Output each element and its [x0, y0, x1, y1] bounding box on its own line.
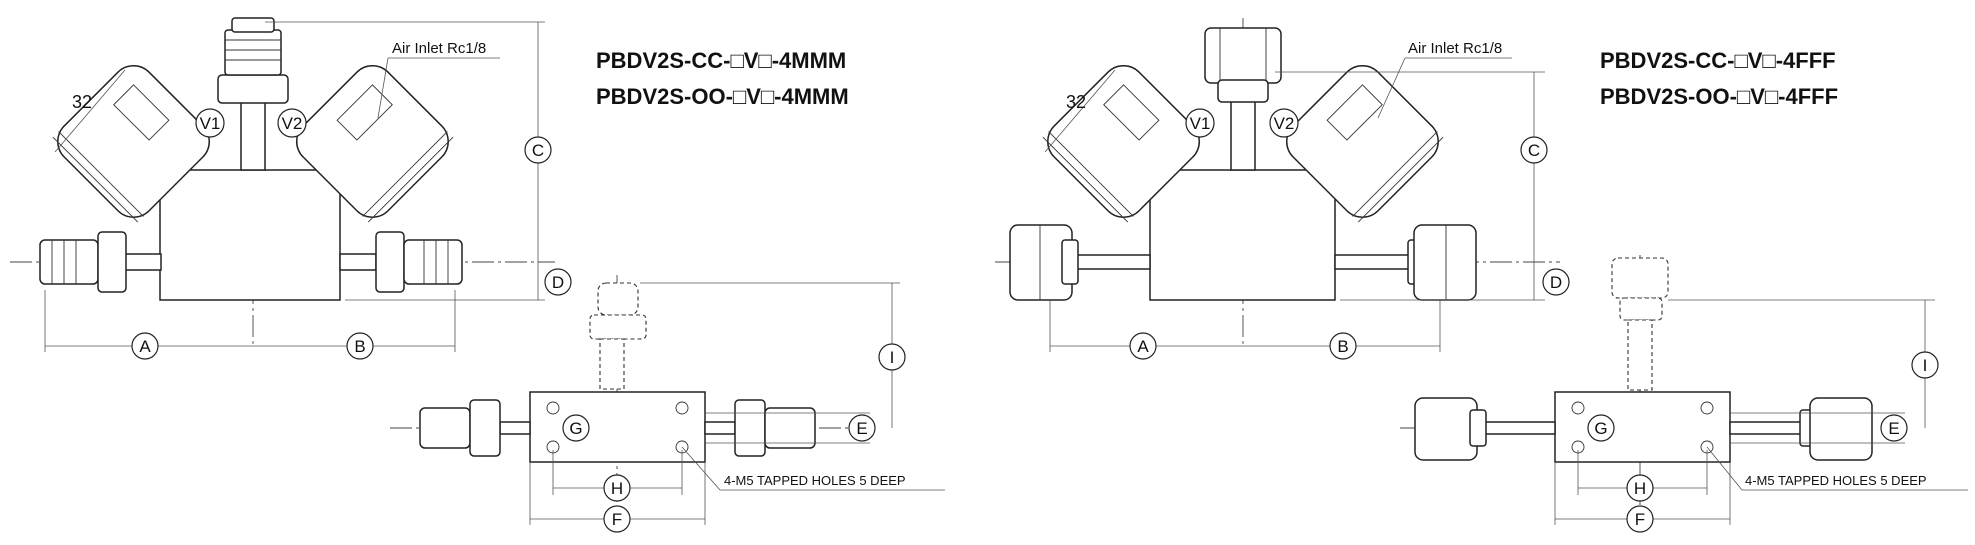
left-dim-g: G	[569, 419, 582, 438]
right-title-oo: PBDV2S-OO-□V□-4FFF	[1600, 84, 1838, 109]
right-air-inlet: Air Inlet Rc1/8	[1408, 40, 1502, 57]
left-valve-body	[159, 169, 341, 301]
right-dim-f: F	[1635, 510, 1645, 529]
left-view: PBDV2S-CC-□V□-4MMM PBDV2S-OO-□V□-4MMM	[10, 17, 945, 533]
left-top-fitting	[224, 29, 282, 76]
right-view: PBDV2S-CC-□V□-4FFF PBDV2S-OO-□V□-4FFF	[995, 18, 1968, 533]
right-v2-label: V2	[1274, 114, 1295, 133]
right-plan-plate	[1554, 391, 1731, 463]
right-top-fitting	[1204, 27, 1282, 84]
left-side-fitting-r	[403, 239, 463, 285]
right-tapped-holes: 4-M5 TAPPED HOLES 5 DEEP	[1745, 473, 1927, 488]
right-valve-body	[1149, 169, 1336, 301]
left-side-fitting-l	[39, 239, 99, 285]
right-dim-d: D	[1550, 273, 1562, 292]
left-dim-h: H	[611, 479, 623, 498]
left-width-32: 32	[72, 92, 92, 112]
left-dim-f: F	[612, 510, 622, 529]
left-dim-c: C	[532, 141, 544, 160]
left-top-nut	[217, 74, 289, 104]
left-v2-label: V2	[282, 114, 303, 133]
right-v1-label: V1	[1190, 114, 1211, 133]
left-dim-i: I	[890, 348, 895, 367]
left-dim-a: A	[139, 337, 151, 356]
right-dim-i: I	[1923, 356, 1928, 375]
right-dim-e: E	[1888, 419, 1899, 438]
left-air-inlet: Air Inlet Rc1/8	[392, 40, 486, 57]
left-plan-view: G E I H F 4-M5 TAPPED H	[390, 275, 945, 533]
right-front-view: V1 V2 32 Air Inlet Rc1/8 C D A B	[995, 18, 1570, 360]
right-title-cc: PBDV2S-CC-□V□-4FFF	[1600, 48, 1836, 73]
left-v1-label: V1	[200, 114, 221, 133]
left-tapped-holes: 4-M5 TAPPED HOLES 5 DEEP	[724, 473, 906, 488]
left-front-view: V1 V2 32 Air Inlet Rc1/8 C D A	[10, 17, 572, 360]
left-dim-d: D	[552, 273, 564, 292]
left-title-cc: PBDV2S-CC-□V□-4MMM	[596, 48, 846, 73]
right-plan-view: G E I H F 4-M5 TAPPED HOLES 5 DEEP	[1400, 255, 1968, 533]
right-dim-b: B	[1337, 337, 1348, 356]
left-top-stem	[240, 99, 266, 171]
right-dim-a: A	[1137, 337, 1149, 356]
right-width-32: 32	[1066, 92, 1086, 112]
right-side-fitting-r	[1413, 224, 1477, 301]
left-plan-plate	[529, 391, 706, 463]
right-dim-g: G	[1594, 419, 1607, 438]
left-dim-b: B	[354, 337, 365, 356]
right-dim-h: H	[1634, 479, 1646, 498]
right-dim-c: C	[1528, 141, 1540, 160]
left-title-oo: PBDV2S-OO-□V□-4MMM	[596, 84, 849, 109]
left-dim-e: E	[856, 419, 867, 438]
